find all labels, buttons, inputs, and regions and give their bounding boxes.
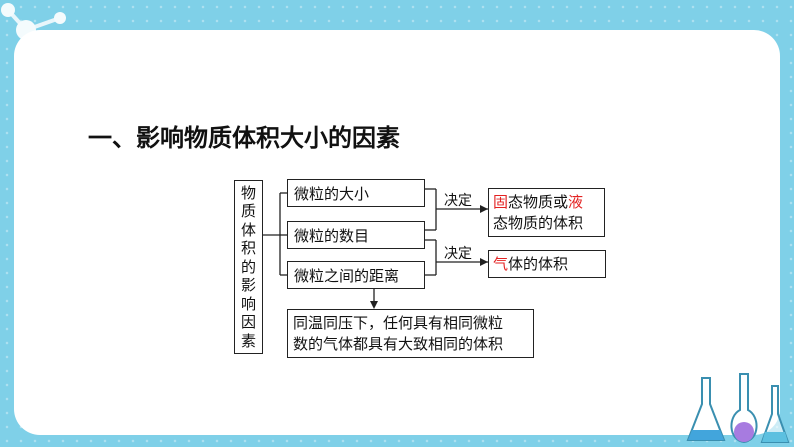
factor-box-particle-size: 微粒的大小: [287, 179, 425, 207]
vertical-char: 的: [240, 257, 256, 276]
vertical-char: 素: [240, 331, 256, 350]
vertical-char: 体: [240, 220, 256, 239]
factor-label: 微粒之间的距离: [294, 266, 400, 285]
page-title: 一、影响物质体积大小的因素: [88, 124, 400, 152]
determines-label-upper: 决定: [444, 193, 472, 209]
result-line-2: 态物质的体积: [493, 213, 584, 232]
result-text: 体的体积: [508, 254, 569, 273]
vertical-char: 响: [240, 294, 256, 313]
vertical-char: 积: [240, 239, 256, 258]
result-box-gas: 气体的体积: [488, 250, 606, 278]
conclusion-line-1: 同温同压下，任何具有相同微粒: [293, 313, 504, 332]
result-box-solid-liquid: 固态物质或液 态物质的体积: [488, 188, 605, 237]
determines-label-lower: 决定: [444, 246, 472, 262]
lab-flasks-icon: [686, 373, 790, 444]
factor-box-particle-count: 微粒的数目: [287, 221, 425, 249]
result-line-1: 固态物质或液: [493, 192, 600, 213]
conclusion-box: 同温同压下，任何具有相同微粒 数的气体都具有大致相同的体积: [287, 309, 534, 358]
result-line-gas: 气体的体积: [493, 254, 601, 275]
conclusion-line-2: 数的气体都具有大致相同的体积: [293, 334, 504, 353]
vertical-char: 因: [240, 313, 256, 332]
vertical-title-box: 物 质 体 积 的 影 响 因 素: [234, 180, 263, 354]
result-text: 态物质或: [508, 192, 569, 211]
highlight-gas: 气: [493, 254, 509, 273]
factor-box-particle-distance: 微粒之间的距离: [287, 261, 425, 289]
vertical-char: 影: [240, 276, 256, 295]
vertical-char: 物: [240, 183, 256, 202]
vertical-char: 质: [240, 202, 256, 221]
highlight-liquid: 液: [568, 192, 584, 211]
highlight-solid: 固: [493, 192, 509, 211]
factor-label: 微粒的大小: [294, 184, 370, 203]
factor-label: 微粒的数目: [294, 226, 370, 245]
